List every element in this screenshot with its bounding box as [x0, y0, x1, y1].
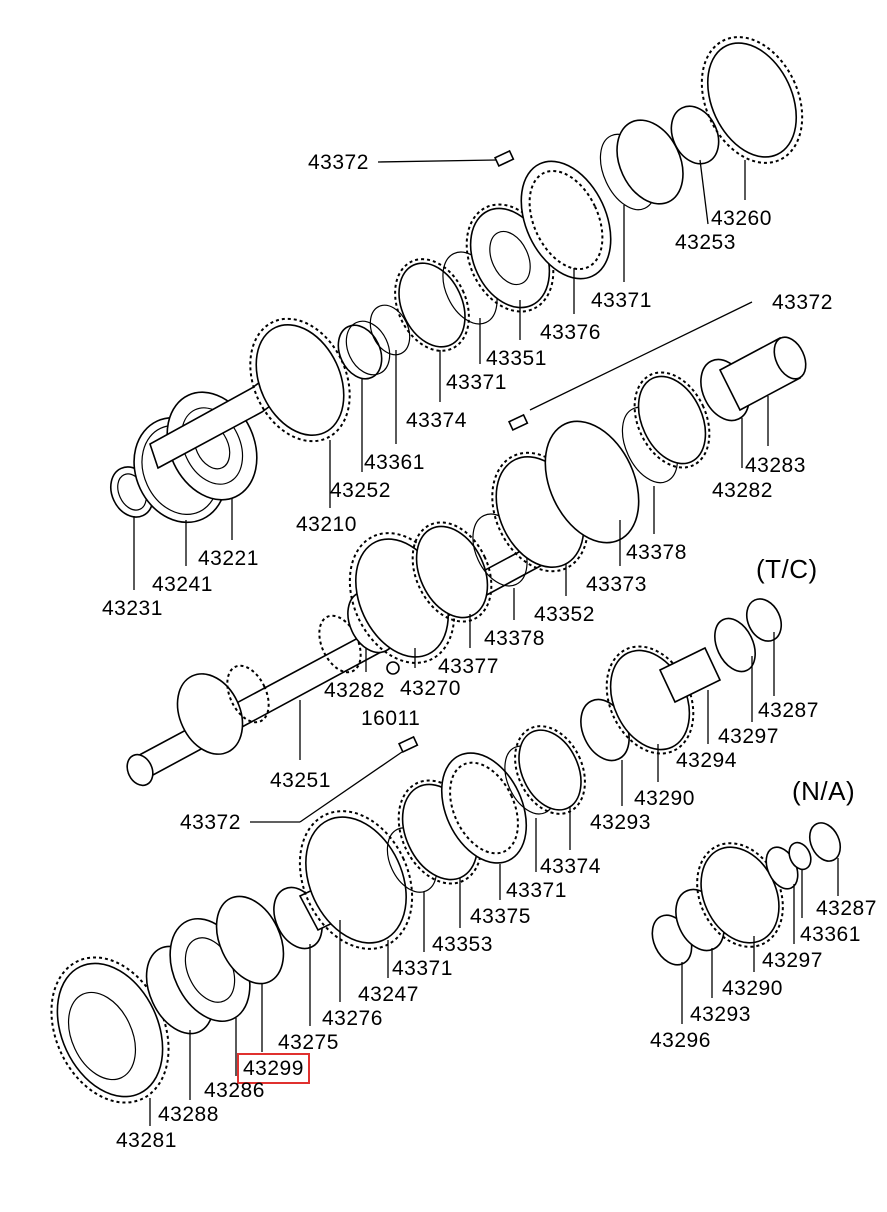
part-callout[interactable]: 43241 — [152, 573, 213, 596]
part-callout[interactable]: 43371 — [506, 879, 567, 902]
sleeve-43373 — [544, 420, 640, 544]
part-callout[interactable]: 43378 — [484, 627, 545, 650]
part-callout[interactable]: 43293 — [590, 811, 651, 834]
part-callout[interactable]: 43282 — [324, 679, 385, 702]
part-callout[interactable]: 16011 — [361, 707, 421, 730]
sleeve-43376 — [520, 160, 612, 280]
part-callout[interactable]: 43371 — [591, 289, 652, 312]
part-callout[interactable]: 43376 — [540, 321, 601, 344]
ball-16011 — [386, 661, 400, 675]
counter-shaft-assembly — [50, 598, 783, 1104]
part-callout[interactable]: 43247 — [358, 983, 419, 1006]
part-callout[interactable]: 43270 — [400, 677, 461, 700]
part-callout[interactable]: 43260 — [711, 207, 772, 230]
gear-43247 — [305, 816, 407, 944]
part-callout[interactable]: 43352 — [534, 603, 595, 626]
part-callout[interactable]: 43374 — [406, 409, 467, 432]
part-callout[interactable]: 43361 — [800, 923, 861, 946]
part-callout[interactable]: 43231 — [102, 597, 163, 620]
part-callout[interactable]: 43371 — [446, 371, 507, 394]
nut-43287 — [745, 598, 783, 642]
part-callout[interactable]: 43287 — [816, 897, 877, 920]
part-callout[interactable]: 43221 — [198, 547, 259, 570]
gear-43260 — [706, 42, 798, 158]
part-callout-highlighted[interactable]: 43299 — [237, 1053, 310, 1084]
part-callout[interactable]: 43353 — [432, 933, 493, 956]
part-callout[interactable]: 43293 — [690, 1003, 751, 1026]
part-callout[interactable]: 43373 — [586, 573, 647, 596]
nut-43287-na — [808, 822, 842, 862]
part-callout[interactable]: 43372 — [180, 811, 241, 834]
part-callout[interactable]: 43281 — [116, 1129, 177, 1152]
synchro-ring-43374-lower — [518, 729, 582, 811]
na-sub-assembly — [651, 822, 842, 966]
part-callout[interactable]: 43378 — [626, 541, 687, 564]
sleeve-43294 — [658, 646, 722, 704]
part-callout[interactable]: 43372 — [308, 151, 369, 174]
part-callout[interactable]: 43372 — [772, 291, 833, 314]
part-callout[interactable]: 43351 — [486, 347, 547, 370]
variant-label-na: (N/A) — [792, 776, 856, 806]
leader-lines — [133, 159, 839, 1126]
part-callout[interactable]: 43275 — [278, 1031, 339, 1054]
part-callout[interactable]: 43377 — [438, 655, 499, 678]
part-callout[interactable]: 43361 — [364, 451, 425, 474]
key-43372 — [493, 149, 515, 167]
part-callout[interactable]: 43297 — [718, 725, 779, 748]
synchro-ring-43377 — [415, 525, 489, 619]
part-callout[interactable]: 43294 — [676, 749, 737, 772]
part-callout[interactable]: 43374 — [540, 855, 601, 878]
input-shaft-assembly — [110, 36, 804, 524]
part-callout[interactable]: 43288 — [158, 1103, 219, 1126]
needle-bearing-43252 — [337, 324, 383, 380]
part-callout[interactable]: 43282 — [712, 479, 773, 502]
synchro-ring-43374 — [398, 262, 466, 348]
part-callout[interactable]: 43290 — [634, 787, 695, 810]
part-callout[interactable]: 43283 — [745, 454, 806, 477]
part-callout[interactable]: 43276 — [322, 1007, 383, 1030]
part-callout[interactable]: 43252 — [330, 479, 391, 502]
washer-43297 — [714, 617, 756, 673]
part-callout[interactable]: 43286 — [204, 1079, 265, 1102]
variant-label-tc: (T/C) — [756, 554, 818, 584]
main-shaft-assembly — [126, 336, 807, 787]
part-callout[interactable]: 43371 — [392, 957, 453, 980]
washer-43299 — [215, 895, 285, 985]
part-callout[interactable]: 43253 — [675, 231, 736, 254]
part-callout[interactable]: 43290 — [722, 977, 783, 1000]
part-callout[interactable]: 43210 — [296, 513, 357, 536]
part-callout[interactable]: 43296 — [650, 1029, 711, 1052]
part-callout[interactable]: 43251 — [270, 769, 331, 792]
sleeve-43375 — [440, 752, 528, 864]
part-callout[interactable]: 43297 — [762, 949, 823, 972]
part-callout[interactable]: 43375 — [470, 905, 531, 928]
part-callout[interactable]: 43287 — [758, 699, 819, 722]
